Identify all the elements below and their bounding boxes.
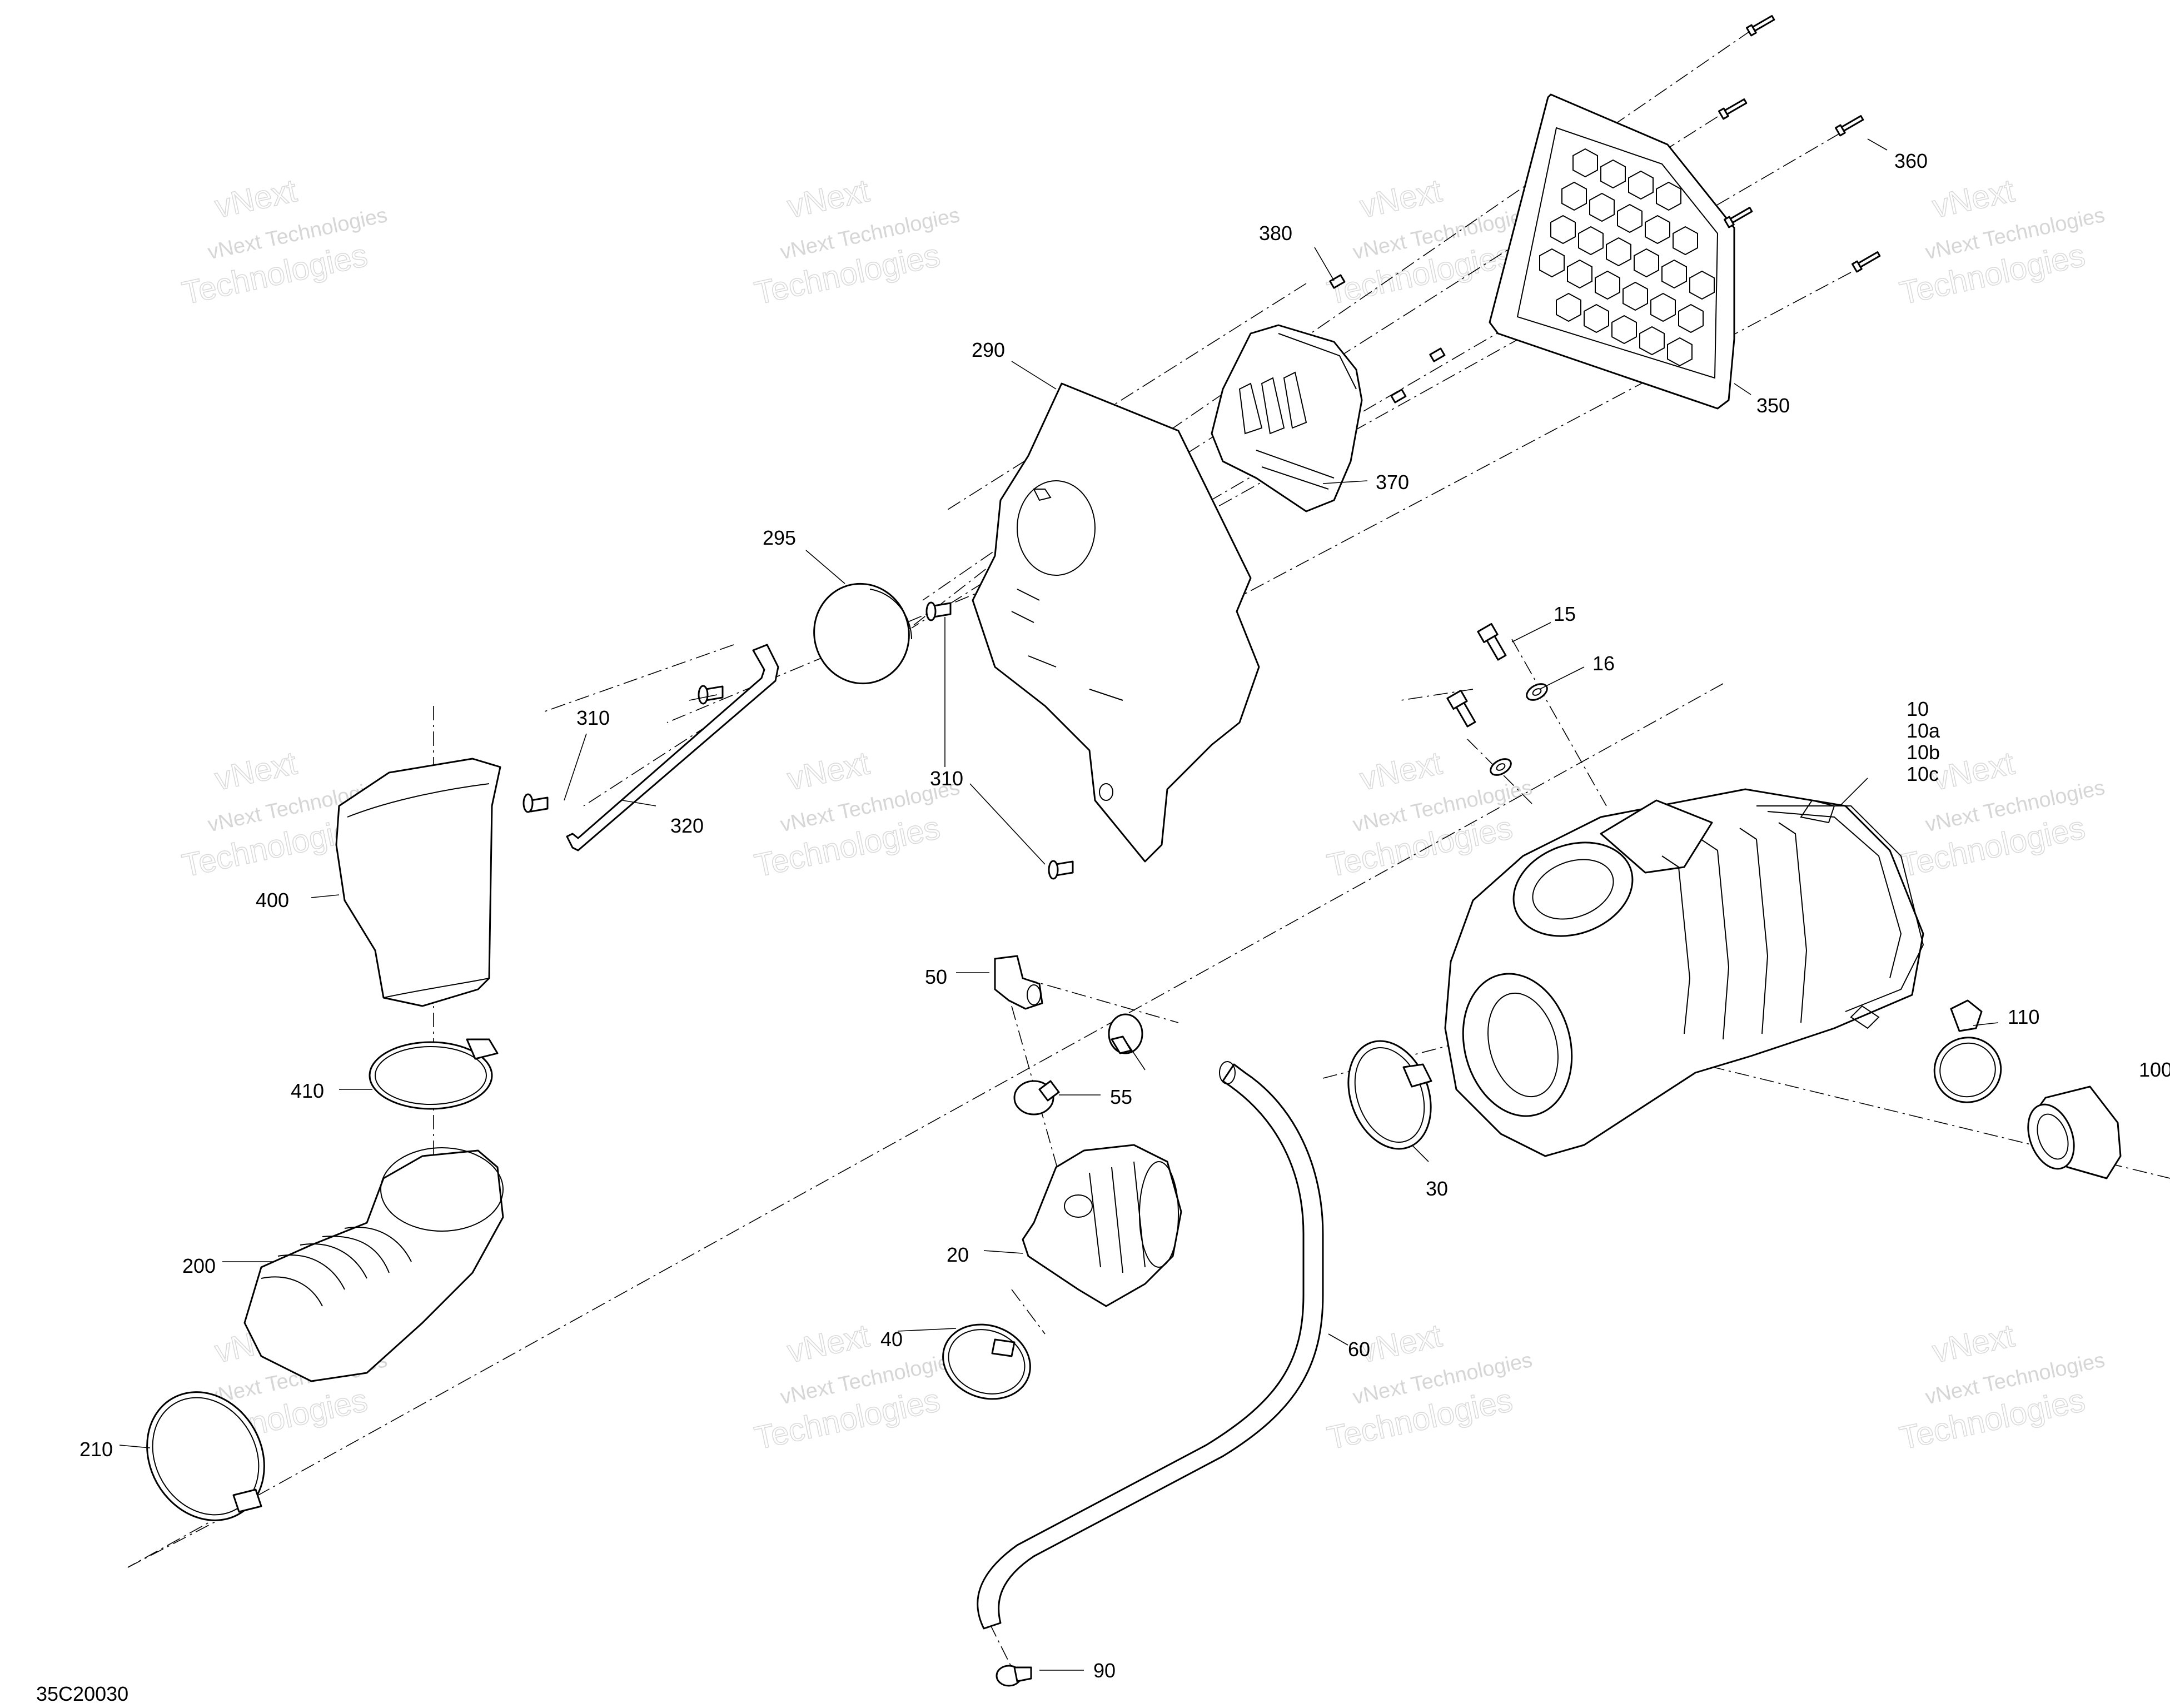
part-60-hose <box>977 1061 1324 1630</box>
watermark-8: vNext vNext Technologies Technologies <box>1896 744 2107 884</box>
part-290-housing-cover <box>972 382 1260 863</box>
part-380-screws <box>1329 274 1446 404</box>
part-90-clip <box>996 1665 1032 1687</box>
callout-10b: 10b <box>1907 741 1940 764</box>
part-320-bracket <box>566 644 779 851</box>
svg-text:vNext: vNext <box>1357 172 1445 225</box>
watermark-4: vNext vNext Technologies Technologies <box>1896 172 2107 312</box>
callout-110: 110 <box>2008 1005 2039 1028</box>
pin-icon <box>698 685 724 705</box>
callout-370: 370 <box>1376 471 1409 494</box>
svg-text:vNext: vNext <box>784 172 873 225</box>
part-15-bolts <box>1446 623 1507 728</box>
part-200-bellows <box>243 1147 504 1382</box>
callout-320: 320 <box>670 814 704 837</box>
callout-10: 10 <box>1907 698 1929 720</box>
watermark-1: vNext vNext Technologies Technologies <box>178 172 389 312</box>
callout-100: 100 <box>2139 1058 2170 1081</box>
callout-10a: 10a <box>1907 719 1940 742</box>
screw-icon <box>1852 251 1881 273</box>
watermark-6: vNext vNext Technologies Technologies <box>751 744 962 884</box>
callout-410: 410 <box>291 1079 324 1102</box>
svg-text:vNext: vNext <box>212 745 300 797</box>
svg-text:vNext: vNext <box>784 745 873 797</box>
callout-labels: 360 380 290 350 370 295 15 16 310 320 31… <box>79 150 2170 1682</box>
callout-310-upper: 310 <box>576 706 610 729</box>
drawing-code: 35C20030 <box>36 1682 128 1705</box>
pin-icon <box>925 601 952 621</box>
callout-90: 90 <box>1093 1659 1116 1682</box>
callout-15: 15 <box>1554 602 1576 625</box>
svg-text:vNext: vNext <box>784 1317 873 1370</box>
part-410-clamp <box>369 1038 499 1110</box>
callout-200: 200 <box>182 1254 216 1277</box>
svg-text:vNext: vNext <box>1357 745 1445 797</box>
screw-icon <box>1835 115 1864 137</box>
part-50-elbow <box>994 955 1043 1010</box>
part-40-clamp <box>942 1323 1031 1400</box>
part-370-guard <box>1211 324 1363 512</box>
watermark-7: vNext vNext Technologies Technologies <box>1323 744 1534 884</box>
part-100-sleeve <box>2027 1085 2122 1179</box>
part-295-cap <box>813 582 912 685</box>
watermark-11: vNext vNext Technologies Technologies <box>1323 1317 1534 1457</box>
callout-210: 210 <box>79 1438 113 1461</box>
watermark-12: vNext vNext Technologies Technologies <box>1896 1317 2107 1457</box>
pin-icon <box>522 793 549 813</box>
callout-380: 380 <box>1259 222 1292 245</box>
callout-400: 400 <box>256 889 289 912</box>
callout-20: 20 <box>947 1243 969 1266</box>
leader-lines <box>119 138 1999 1671</box>
callout-310-lower: 310 <box>930 767 963 790</box>
callout-50: 50 <box>925 965 947 988</box>
pin-icon <box>1048 860 1074 880</box>
watermark-2: vNext vNext Technologies Technologies <box>751 172 962 312</box>
svg-text:vNext: vNext <box>1929 745 2018 797</box>
svg-text:vNext: vNext <box>1929 172 2018 225</box>
callout-290: 290 <box>972 338 1005 361</box>
callout-295: 295 <box>763 526 796 549</box>
callout-10c: 10c <box>1907 763 1939 785</box>
callout-360: 360 <box>1894 150 1928 172</box>
part-55-clamps <box>1013 1013 1143 1116</box>
part-400-intake <box>335 758 501 1007</box>
callout-350: 350 <box>1756 394 1790 417</box>
part-360-screws <box>1718 15 1881 273</box>
svg-text:vNext: vNext <box>1929 1317 2018 1370</box>
part-110-clamp <box>1933 999 2002 1103</box>
bolt-icon <box>1446 689 1476 728</box>
screw-icon <box>1746 15 1775 37</box>
part-30-clamp <box>1347 1040 1432 1150</box>
callout-40: 40 <box>880 1328 903 1351</box>
callout-55: 55 <box>1110 1085 1132 1108</box>
svg-text:vNext: vNext <box>212 172 300 225</box>
part-20-adapter <box>1022 1144 1182 1307</box>
callout-60: 60 <box>1348 1338 1370 1361</box>
watermark-10: vNext vNext Technologies Technologies <box>751 1317 962 1457</box>
part-10-air-filter-housing <box>1444 788 1924 1157</box>
callout-30: 30 <box>1426 1177 1448 1200</box>
part-210-clamp <box>146 1391 265 1521</box>
part-16-washers <box>1490 683 1548 776</box>
part-350-filter-grid <box>1489 93 1735 410</box>
callout-16: 16 <box>1592 652 1615 675</box>
screw-icon <box>1724 207 1753 228</box>
hex-grid <box>1539 148 1715 367</box>
screw-icon <box>1718 98 1748 120</box>
bolt-icon <box>1477 623 1507 661</box>
part-310-pins <box>522 601 1074 880</box>
